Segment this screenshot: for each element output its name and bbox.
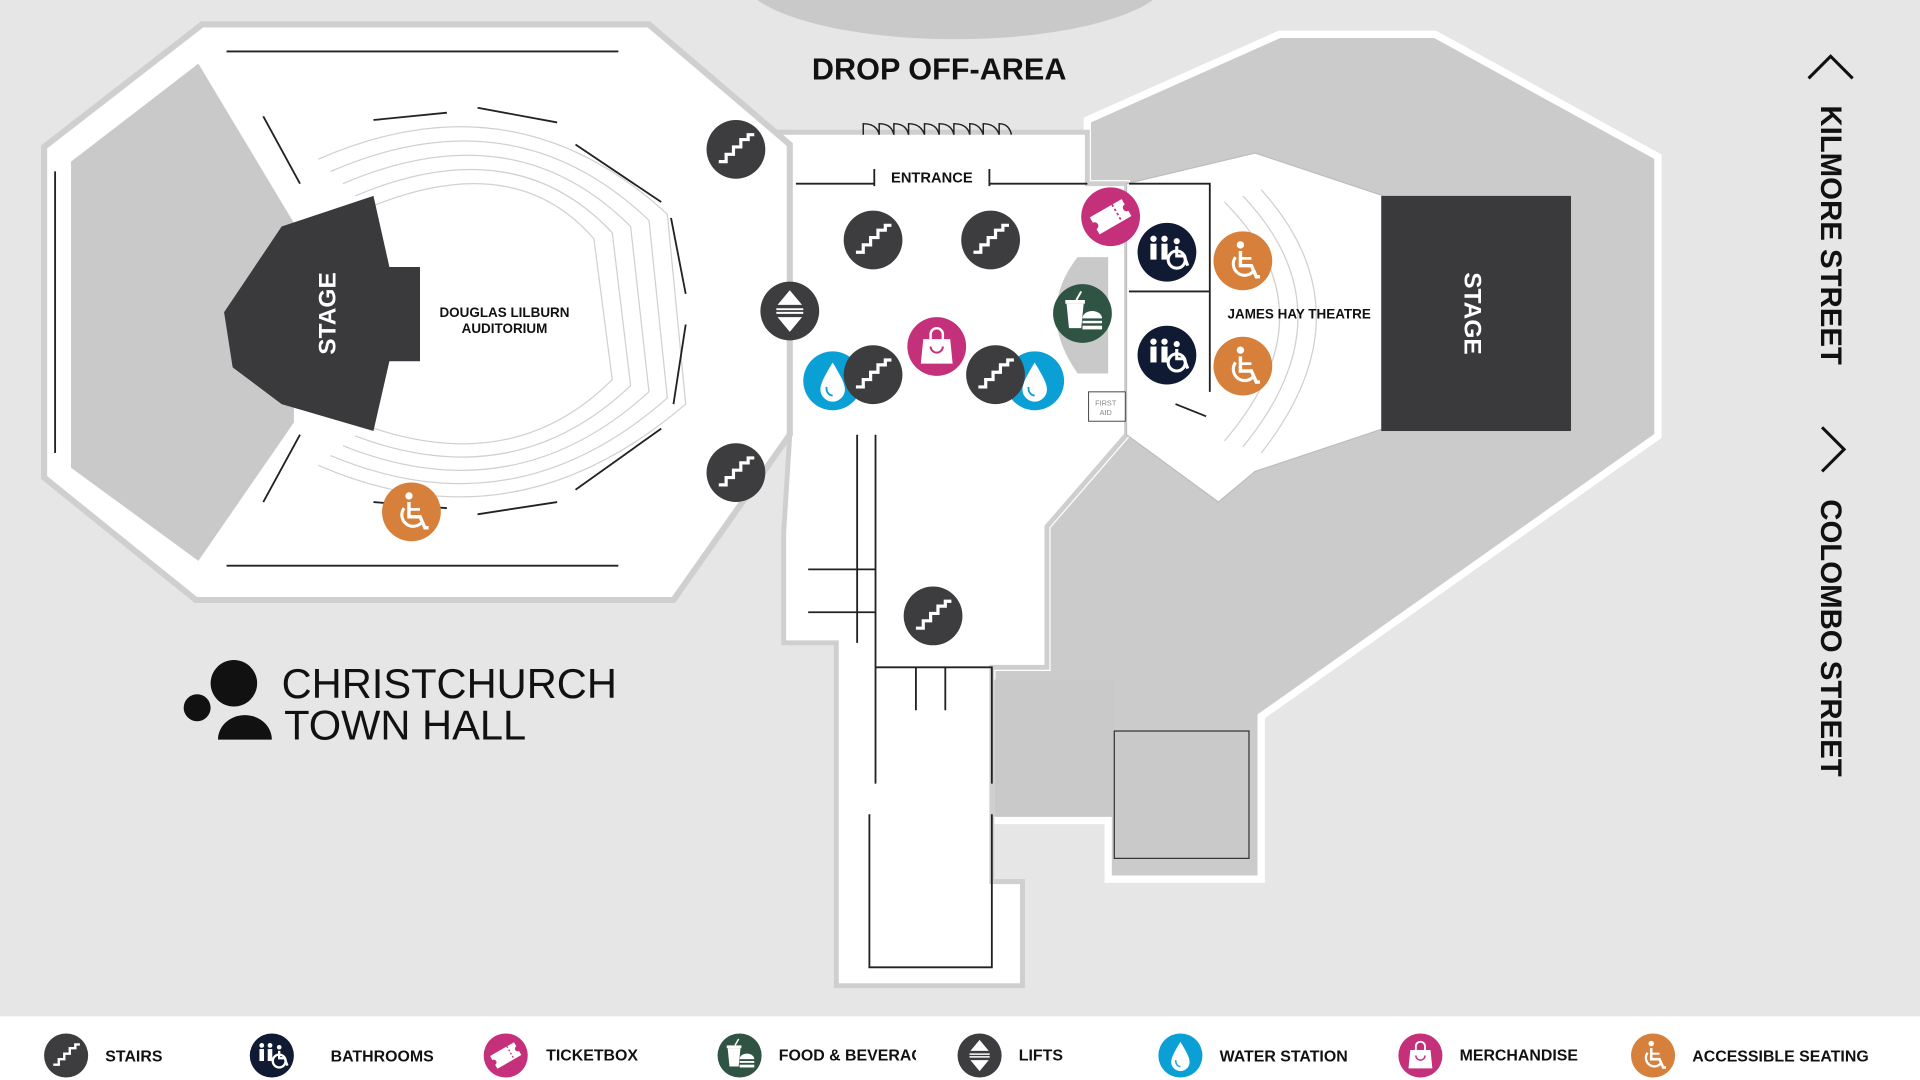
accessible-seating-marker[interactable] [1211,335,1274,398]
stairs-marker[interactable] [959,209,1022,271]
auditorium-label-line1: DOUGLAS LILBURN [439,305,569,320]
logo-line2: TOWN HALL [284,702,526,749]
legend-label: FOOD & BEVERAGE [779,1047,935,1064]
auditorium-back-area [71,63,294,561]
food-beverage-marker[interactable] [1052,283,1113,344]
auditorium-seating [54,50,687,567]
east-chevron-icon[interactable] [1820,426,1847,473]
main-foyer [734,129,1129,989]
road-roundabout [757,0,1153,40]
bathroom-marker[interactable] [1136,324,1198,387]
legend-label: WATER STATION [1220,1049,1348,1066]
legend-label: BATHROOMS [331,1049,434,1066]
stairs-marker[interactable] [704,118,767,181]
left-stage [224,195,420,432]
service-room [994,679,1115,817]
first-aid-room [1088,391,1126,422]
legend-label: TICKETBOX [546,1047,638,1064]
auditorium-label-line2: AUDITORIUM [462,321,548,336]
accessible-seating-marker[interactable] [380,480,443,543]
legend-item-ticketbox[interactable]: TICKETBOX [483,1032,639,1079]
legend-bar: STAIRS BATHROOMS TICKETBOX FOOD & BEVERA… [0,1016,1920,1080]
stairs-marker[interactable] [964,343,1027,406]
legend-item-accessible[interactable]: ACCESSIBLE SEATING [1629,1032,1869,1079]
right-stage [1381,195,1572,432]
north-chevron-icon[interactable] [1807,54,1854,80]
legend-label: LIFTS [1019,1047,1063,1064]
christchurch-town-hall-logo: CHRISTCHURCH TOWN HALL [183,660,617,749]
stairs-marker[interactable] [842,343,905,406]
logo-line1: CHRISTCHURCH [282,660,617,707]
lift-marker[interactable] [759,280,821,342]
kilmore-street-label: KILMORE STREET [1814,105,1847,365]
right-stage-label: STAGE [1458,272,1485,354]
legend-item-water[interactable]: WATER STATION [1157,1032,1348,1079]
stairs-marker[interactable] [902,584,965,647]
entrance-label: ENTRANCE [891,170,973,186]
drop-off-area-label: DROP OFF-AREA [812,53,1067,87]
theatre-label: JAMES HAY THEATRE [1228,306,1371,321]
first-aid-label-line1: FIRST [1095,398,1117,407]
first-aid-label-line2: AID [1100,408,1112,417]
theatre-seating [1128,182,1317,454]
legend-item-lifts[interactable]: LIFTS [956,1032,1063,1079]
stairs-marker[interactable] [704,441,767,504]
merchandise-marker[interactable] [906,315,968,378]
accessible-seating-marker[interactable] [1211,229,1274,292]
legend-item-bathrooms[interactable]: BATHROOMS [248,1032,434,1079]
legend-label: STAIRS [105,1049,162,1066]
ticketbox-marker[interactable] [1080,186,1141,247]
entrance-doors [795,122,1088,187]
legend-item-merchandise[interactable]: MERCHANDISE [1397,1032,1578,1079]
stairs-marker[interactable] [842,209,905,271]
left-stage-label: STAGE [315,272,342,354]
legend-item-food[interactable]: FOOD & BEVERAGE [716,1032,935,1079]
colombo-street-label: COLOMBO STREET [1814,499,1847,776]
lower-room [1113,730,1250,859]
legend-item-stairs[interactable]: STAIRS [42,1032,162,1079]
bathroom-marker[interactable] [1136,221,1198,284]
corridor-walls [808,434,993,969]
legend-label: ACCESSIBLE SEATING [1692,1049,1868,1066]
legend-label: MERCHANDISE [1460,1047,1578,1064]
